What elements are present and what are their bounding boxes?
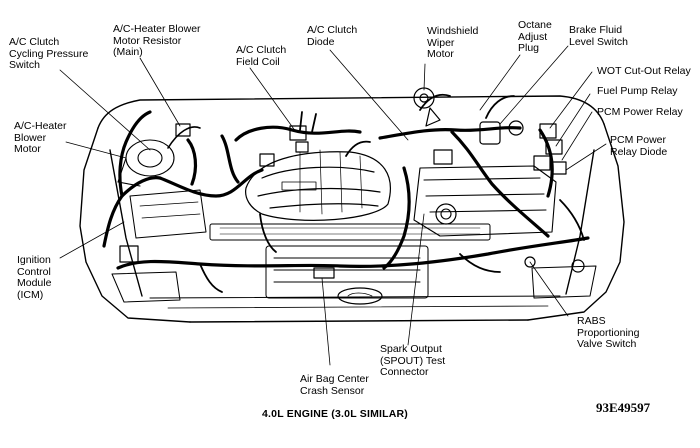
callout-pcm-power-relay: PCM Power Relay [597,106,683,118]
callout-fuel-pump-relay: Fuel Pump Relay [597,85,678,97]
grille-outline [265,245,429,305]
leader-lines [59,45,607,366]
wiring-harness-secondary [199,93,585,293]
wiring-harness [102,110,590,270]
vehicle-body-outline [79,95,625,323]
wiper-motor [413,87,441,127]
small-components [119,123,585,279]
figure-title: 4.0L ENGINE (3.0L SIMILAR) [262,408,409,420]
figure-code: 93E49597 [596,400,651,415]
callout-wot-cut-out-relay: WOT Cut-Out Relay [597,65,691,77]
relay-cluster [479,120,567,175]
headlamp-outlines [111,265,597,303]
intake-assembly [245,149,391,221]
